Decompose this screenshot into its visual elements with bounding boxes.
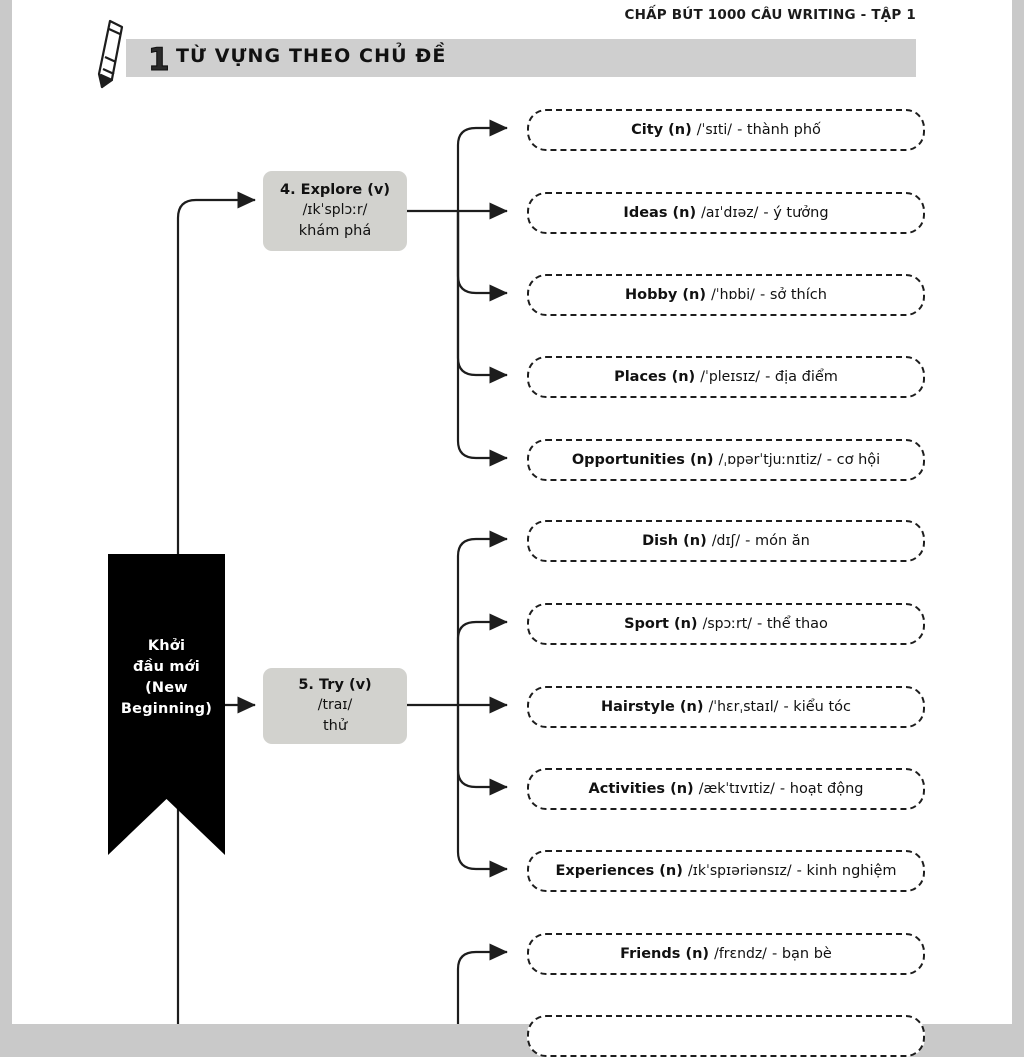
word-box-sport[interactable]: Sport (n) /spɔːrt/ - thể thao [527,603,925,645]
root-label-line-4: Beginning) [120,701,213,717]
word-box-opportunities-en: Opportunities (n) [571,452,714,468]
word-box-hairstyle-vi: - kiểu tóc [783,699,851,715]
explore-to-hobby [456,211,508,302]
root-label-line-1: Khởi [147,638,186,654]
word-box-places-ipa: /ˈpleɪsɪz/ [700,369,760,385]
word-box-dish-vi: - món ăn [745,533,810,549]
root-label: Khởi đầu mới (New Beginning) [108,636,225,720]
pencil-icon [97,19,124,89]
word-box-hobby-en: Hobby (n) [625,287,706,303]
word-box-hairstyle-ipa: /ˈhɛrˌstaɪl/ [708,699,779,715]
word-box-ideas-en: Ideas (n) [623,205,697,221]
word-box-sport-ipa: /spɔːrt/ [702,616,752,632]
word-box-hairstyle[interactable]: Hairstyle (n) /ˈhɛrˌstaɪl/ - kiểu tóc [527,686,925,728]
word-box-opportunities-ipa: /ˌɒpərˈtjuːnɪtiz/ [718,452,822,468]
section-number-badge: 1 [147,41,170,78]
word-box-experiences-en: Experiences (n) [555,863,683,879]
word-box-activities-ipa: /ækˈtɪvɪtiz/ [698,781,775,797]
page-title: TỪ VỰNG THEO CHỦ ĐỀ [176,45,447,67]
root-label-line-2: đầu mới [133,659,200,675]
word-box-places[interactable]: Places (n) /ˈpleɪsɪz/ - địa điểm [527,356,925,398]
word-box-hairstyle-en: Hairstyle (n) [601,699,704,715]
word-box-next-partial[interactable] [527,1015,925,1057]
word-box-ideas-ipa: /aɪˈdɪəz/ [701,205,759,221]
word-box-activities-vi: - hoạt động [779,781,864,797]
word-box-friends-en: Friends (n) [620,946,710,962]
word-box-experiences-ipa: /ɪkˈspɪəriənsɪz/ [687,863,792,879]
verb-node-try-word: 5. Try (v) [298,677,372,693]
word-box-friends-vi: - bạn bè [772,946,832,962]
word-box-hobby-ipa: /ˈhɒbi/ [711,287,755,303]
word-box-city[interactable]: City (n) /ˈsɪti/ - thành phố [527,109,925,151]
root-label-line-3: (New [145,680,188,696]
word-box-experiences[interactable]: Experiences (n) /ɪkˈspɪəriənsɪz/ - kinh … [527,850,925,892]
word-box-activities-en: Activities (n) [588,781,694,797]
root-ribbon [108,554,225,855]
word-box-city-ipa: /ˈsɪti/ [696,122,732,138]
word-box-opportunities[interactable]: Opportunities (n) /ˌɒpərˈtjuːnɪtiz/ - cơ… [527,439,925,481]
word-box-sport-vi: - thể thao [757,616,828,632]
word-box-places-en: Places (n) [614,369,696,385]
word-box-ideas-vi: - ý tưởng [763,205,829,221]
word-box-opportunities-vi: - cơ hội [826,452,881,468]
word-box-friends-ipa: /frɛndz/ [714,946,767,962]
verb-node-explore-word: 4. Explore (v) [280,182,390,198]
word-box-friends[interactable]: Friends (n) /frɛndz/ - bạn bè [527,933,925,975]
word-box-dish[interactable]: Dish (n) /dɪʃ/ - món ăn [527,520,925,562]
word-box-city-vi: - thành phố [737,122,821,138]
try-to-dish [456,530,508,705]
word-box-dish-ipa: /dɪʃ/ [711,533,741,549]
explore-to-places [456,211,508,384]
word-box-activities[interactable]: Activities (n) /ækˈtɪvɪtiz/ - hoạt động [527,768,925,810]
verb-node-explore[interactable]: 4. Explore (v) /ɪkˈsplɔːr/ khám phá [263,171,407,251]
verb-node-explore-vi: khám phá [298,223,372,239]
word-box-city-en: City (n) [631,122,692,138]
try-to-sport [456,613,508,705]
try-to-activities [456,705,508,796]
word-box-hobby-vi: - sở thích [760,287,827,303]
try-to-experiences [456,705,508,878]
word-box-ideas[interactable]: Ideas (n) /aɪˈdɪəz/ - ý tưởng [527,192,925,234]
page-canvas: CHẤP BÚT 1000 CÂU WRITING - TẬP 1 1 TỪ V… [12,0,1012,1057]
verb-node-try-vi: thử [322,718,348,734]
word-box-places-vi: - địa điểm [765,369,838,385]
word-box-dish-en: Dish (n) [642,533,707,549]
section-number-text: 1 [148,42,170,78]
word-box-experiences-vi: - kinh nghiệm [796,863,897,879]
section-title-band [126,39,916,77]
verb-node-explore-ipa: /ɪkˈsplɔːr/ [302,202,368,218]
explore-to-city [456,119,508,211]
verb-node-try[interactable]: 5. Try (v) /traɪ/ thử [263,668,407,744]
book-title: CHẤP BÚT 1000 CÂU WRITING - TẬP 1 [624,7,916,23]
verb-node-try-ipa: /traɪ/ [317,697,353,713]
explore-to-opportunities [456,211,508,467]
next-to-friends [456,943,508,1024]
word-box-hobby[interactable]: Hobby (n) /ˈhɒbi/ - sở thích [527,274,925,316]
word-box-sport-en: Sport (n) [624,616,698,632]
